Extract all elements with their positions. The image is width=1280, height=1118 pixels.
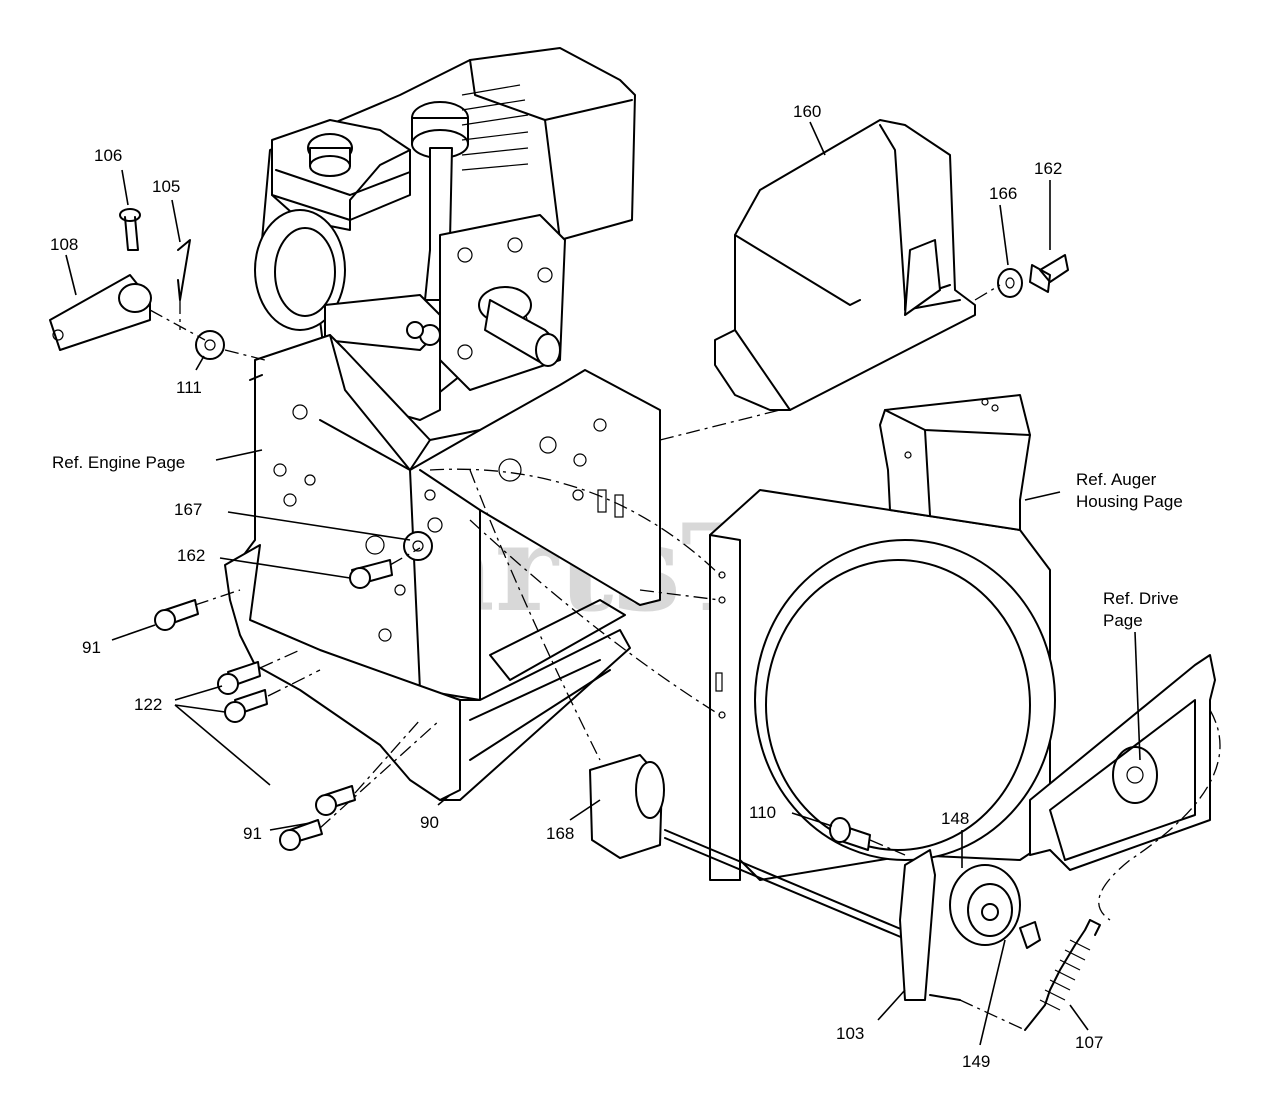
label-ref-drive-2: Page xyxy=(1103,611,1143,630)
label-111: 111 xyxy=(176,378,202,397)
label-ref-auger-housing-1: Ref. Auger xyxy=(1076,470,1157,489)
label-148: 148 xyxy=(941,809,969,828)
label-160: 160 xyxy=(793,102,821,121)
leader-lines xyxy=(65,121,1141,1046)
assembly-lines xyxy=(149,284,1221,1031)
engine-assembly xyxy=(254,47,636,421)
label-122: 122 xyxy=(134,695,162,714)
label-90: 90 xyxy=(420,813,439,832)
label-166: 166 xyxy=(989,184,1017,203)
label-107: 107 xyxy=(1075,1033,1103,1052)
label-91-bottom: 91 xyxy=(243,824,262,843)
label-105: 105 xyxy=(152,177,180,196)
label-ref-auger-housing-2: Housing Page xyxy=(1076,492,1183,511)
auger-housing xyxy=(709,394,1056,881)
label-162-top: 162 xyxy=(1034,159,1062,178)
label-162-left: 162 xyxy=(177,546,205,565)
label-ref-engine-page: Ref. Engine Page xyxy=(52,453,185,472)
frame-90 xyxy=(224,334,661,801)
label-149: 149 xyxy=(962,1052,990,1071)
label-168: 168 xyxy=(546,824,574,843)
label-91-top: 91 xyxy=(82,638,101,657)
label-103: 103 xyxy=(836,1024,864,1043)
label-ref-drive-1: Ref. Drive xyxy=(1103,589,1179,608)
label-167: 167 xyxy=(174,500,202,519)
label-108: 108 xyxy=(50,235,78,254)
belt-cover-160 xyxy=(714,119,976,411)
label-106: 106 xyxy=(94,146,122,165)
label-110: 110 xyxy=(749,803,776,822)
callout-labels: 106 105 108 111 160 166 162 Ref. Engine … xyxy=(50,102,1183,1071)
pulley-arm-assembly xyxy=(589,754,1041,1001)
drive-plate xyxy=(1029,654,1216,871)
